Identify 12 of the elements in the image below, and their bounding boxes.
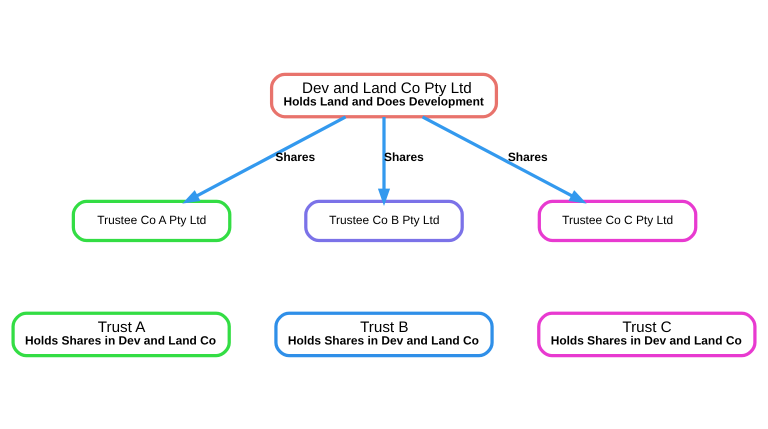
node-box: Trustee Co B Pty Ltd: [304, 199, 464, 242]
node-box: Trust A Holds Shares in Dev and Land Co: [11, 311, 231, 357]
node-box: Trust B Holds Shares in Dev and Land Co: [274, 311, 494, 357]
node-box: Dev and Land Co Pty Ltd Holds Land and Does Development: [270, 72, 498, 118]
node-box: Trust C Holds Shares in Dev and Land Co: [537, 311, 757, 357]
arrow: [378, 116, 390, 206]
arrow: [422, 115, 587, 204]
edge-label: Shares: [508, 150, 548, 164]
node-box: Trustee Co A Pty Ltd: [72, 199, 232, 242]
arrow: [182, 115, 346, 204]
node-box: Trustee Co C Pty Ltd: [538, 199, 698, 242]
edge-label: Shares: [275, 150, 316, 164]
